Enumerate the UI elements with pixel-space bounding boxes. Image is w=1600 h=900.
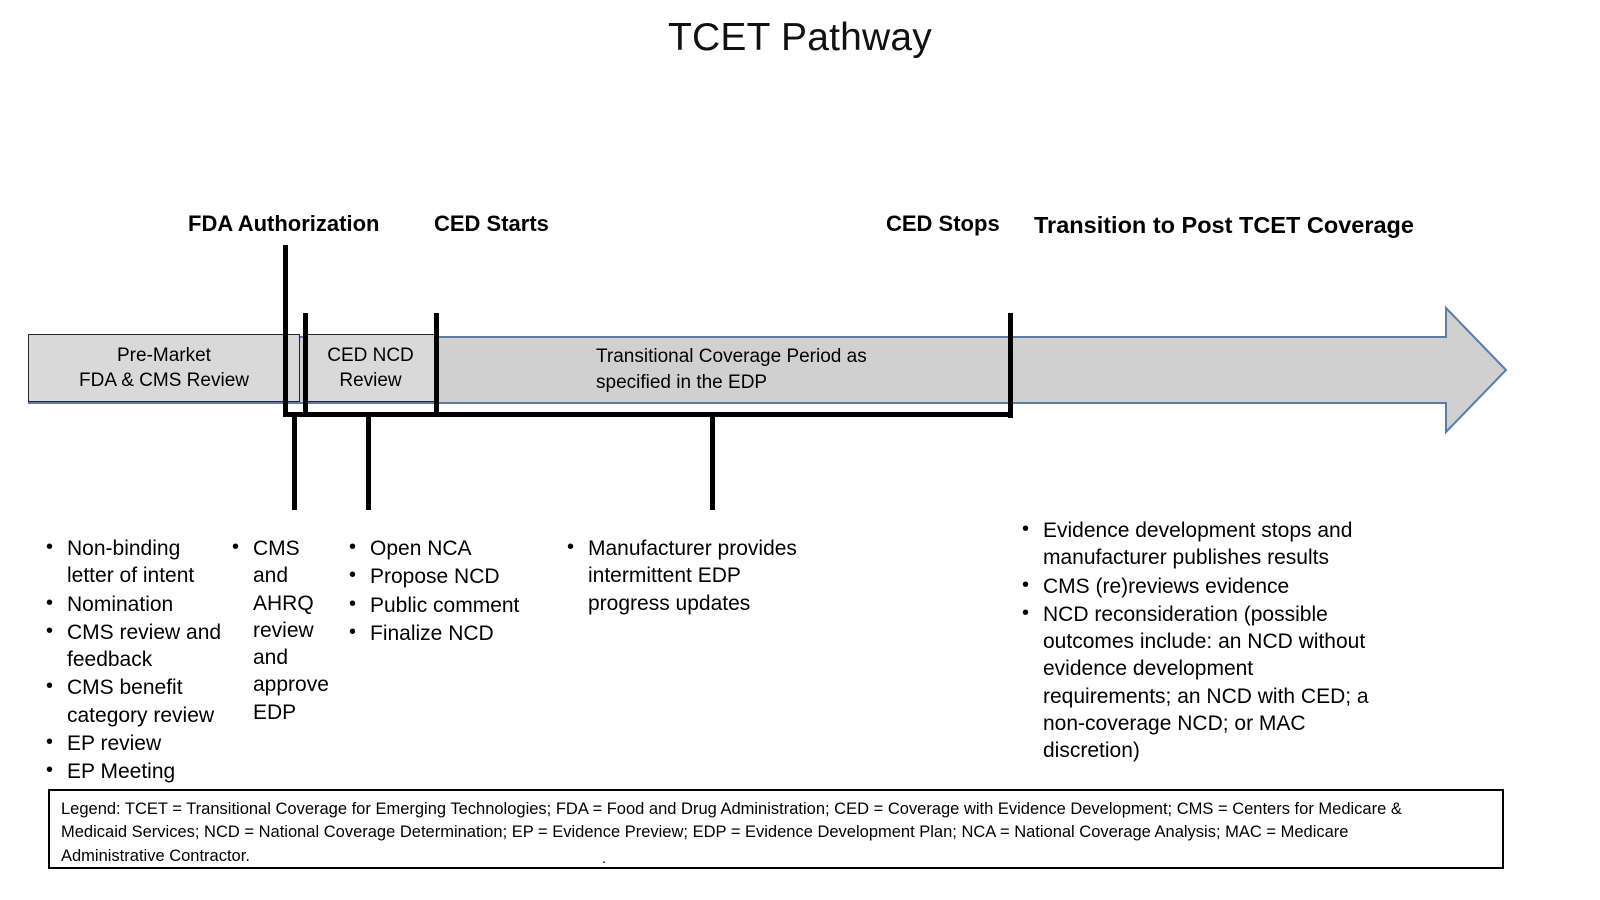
bullet-list-coverage-period-activities: Manufacturer provides intermittent EDP p… xyxy=(563,534,813,617)
list-item: EP Meeting xyxy=(42,757,232,785)
list-item: Manufacturer provides intermittent EDP p… xyxy=(563,534,813,617)
list-item: CMS and AHRQ review and approve EDP xyxy=(228,534,340,726)
tick-ced-starts xyxy=(434,313,439,416)
tick-ced-stops xyxy=(1008,313,1013,418)
list-item: CMS benefit category review xyxy=(42,673,232,729)
list-item: Evidence development stops and manufactu… xyxy=(1018,516,1373,572)
bullet-column-coverage-period-activities: Manufacturer provides intermittent EDP p… xyxy=(563,534,813,618)
milestone-label-fda-authorization: FDA Authorization xyxy=(188,211,380,236)
list-item: CMS review and feedback xyxy=(42,618,232,674)
tick-ced-ncd-review-start xyxy=(303,313,308,416)
list-item: Propose NCD xyxy=(345,562,545,590)
list-item: EP review xyxy=(42,729,232,757)
legend-line-3: Administrative Contractor. xyxy=(61,846,250,865)
phase-pre-market-line1: Pre-Market xyxy=(117,344,211,366)
leg-to-progress-updates-bullets xyxy=(710,415,715,510)
phase-box-ced-ncd-review: CED NCD Review xyxy=(305,334,436,402)
phase-box-pre-market: Pre-Market FDA & CMS Review xyxy=(28,334,300,402)
phase-transitional-line2: specified in the EDP xyxy=(596,371,768,393)
phase-box-transitional-coverage: Transitional Coverage Period as specifie… xyxy=(436,337,1013,402)
bullet-column-pre-market-activities: Non-binding letter of intent Nomination … xyxy=(42,534,232,787)
phase-transitional-line1: Transitional Coverage Period as xyxy=(596,346,867,368)
list-item: CMS (re)reviews evidence xyxy=(1018,572,1373,600)
legend-line-1: Legend: TCET = Transitional Coverage for… xyxy=(61,800,1402,818)
bullet-list-edp-approval-activities: CMS and AHRQ review and approve EDP xyxy=(228,534,340,726)
page-title: TCET Pathway xyxy=(668,16,932,59)
list-item: Open NCA xyxy=(345,534,545,562)
bullet-column-post-tcet-activities: Evidence development stops and manufactu… xyxy=(1018,516,1373,766)
milestone-label-ced-starts: CED Starts xyxy=(434,211,549,236)
list-item: Non-binding letter of intent xyxy=(42,534,232,590)
list-item: NCD reconsideration (possible outcomes i… xyxy=(1018,600,1373,765)
bullet-list-post-tcet-activities: Evidence development stops and manufactu… xyxy=(1018,516,1373,765)
baseline-rule-transitional xyxy=(283,412,1013,417)
legend-line-2: Medicaid Services; NCD = National Covera… xyxy=(61,823,1349,842)
bullet-column-ncd-process-activities: Open NCA Propose NCD Public comment Fina… xyxy=(345,534,545,648)
list-item: Public comment xyxy=(345,591,545,619)
list-item: Nomination xyxy=(42,590,232,618)
bullet-list-ncd-process-activities: Open NCA Propose NCD Public comment Fina… xyxy=(345,534,545,647)
bullet-column-edp-approval-activities: CMS and AHRQ review and approve EDP xyxy=(228,534,340,727)
list-item: Finalize NCD xyxy=(345,619,545,647)
phase-ced-ncd-line2: Review xyxy=(339,370,402,391)
milestone-label-ced-stops: CED Stops xyxy=(886,211,1000,236)
leg-to-pre-market-bullets xyxy=(292,415,297,510)
phase-ced-ncd-line1: CED NCD xyxy=(327,344,414,366)
legend-stray-mark: . xyxy=(602,850,607,867)
leg-to-edp-bullets xyxy=(366,415,371,510)
tick-fda-authorization xyxy=(283,245,288,413)
legend-box: Legend: TCET = Transitional Coverage for… xyxy=(48,789,1504,869)
milestone-label-transition-post-tcet: Transition to Post TCET Coverage xyxy=(1034,212,1414,238)
bullet-list-pre-market-activities: Non-binding letter of intent Nomination … xyxy=(42,534,232,786)
phase-pre-market-line2: FDA & CMS Review xyxy=(79,370,249,391)
